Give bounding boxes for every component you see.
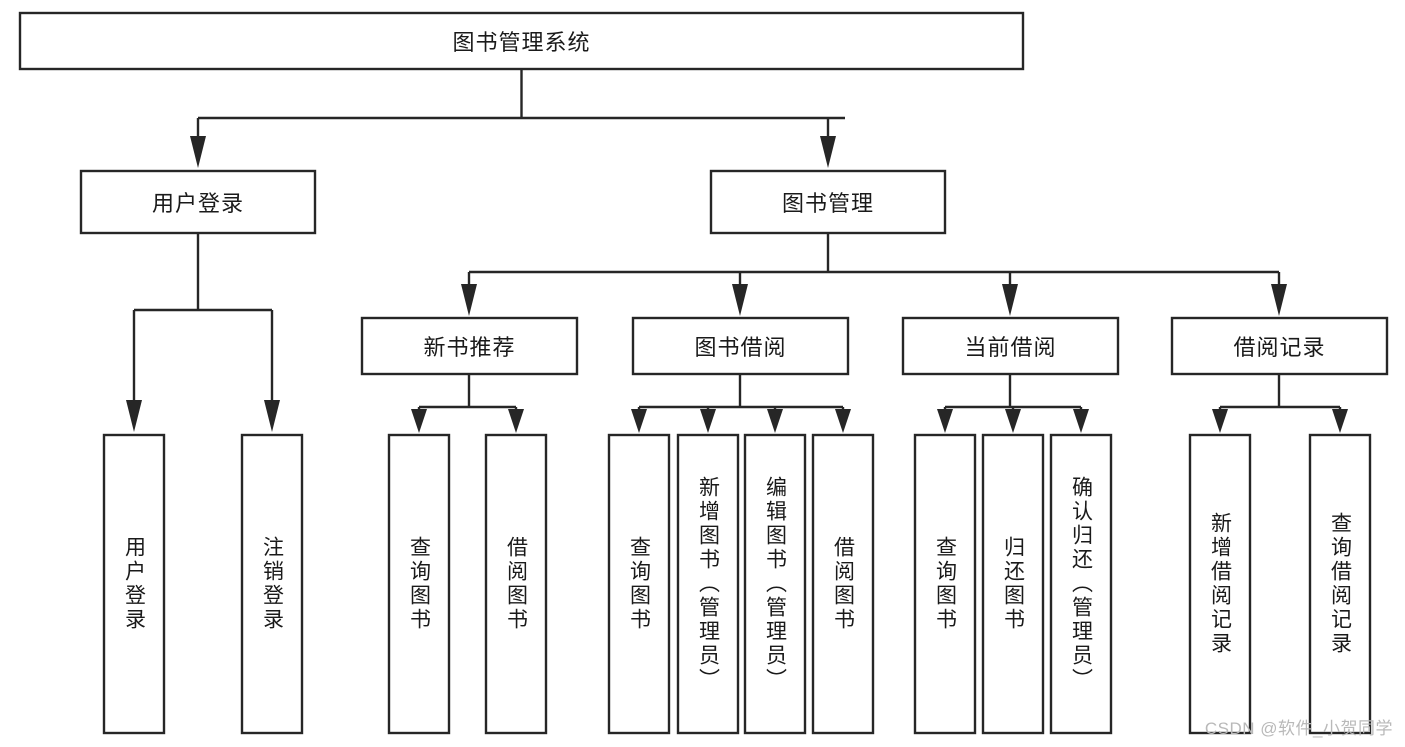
arrow-head-user-login <box>190 136 206 168</box>
connector-group-new-book-recommend <box>411 374 524 433</box>
arrow-head-leaf-confirm-return-admin <box>1073 409 1089 433</box>
node-box-leaf-borrow-book[interactable] <box>811 433 875 735</box>
node-box-leaf-add-book-admin[interactable] <box>676 433 740 735</box>
node-box-leaf-user-logout[interactable] <box>240 433 304 735</box>
node-box-leaf-query-borrow-record[interactable] <box>1308 433 1372 735</box>
node-box-leaf-query-book-current[interactable] <box>913 433 977 735</box>
connector-group-book-borrow <box>631 374 851 433</box>
node-box-leaf-user-login[interactable] <box>102 433 166 735</box>
arrow-head-leaf-add-borrow-record <box>1212 409 1228 433</box>
node-box-leaf-edit-book-admin[interactable] <box>743 433 807 735</box>
arrow-head-leaf-borrow-book <box>835 409 851 433</box>
arrow-head-leaf-user-logout <box>264 400 280 432</box>
connector-group-root <box>190 69 845 168</box>
node-box-leaf-query-book-recommend[interactable] <box>387 433 451 735</box>
node-box-leaf-return-book[interactable] <box>981 433 1045 735</box>
arrow-head-new-book-recommend <box>461 284 477 316</box>
connector-group-current-borrow <box>937 374 1089 433</box>
arrow-head-leaf-user-login <box>126 400 142 432</box>
arrow-head-borrow-record <box>1271 284 1287 316</box>
arrow-head-leaf-query-book-borrow <box>631 409 647 433</box>
node-box-leaf-query-book-borrow[interactable] <box>607 433 671 735</box>
node-box-user-login[interactable] <box>79 169 317 235</box>
node-box-root[interactable] <box>18 11 1025 71</box>
node-box-current-borrow[interactable] <box>901 316 1120 376</box>
node-box-new-book-recommend[interactable] <box>360 316 579 376</box>
connector-group-book-management <box>461 233 1287 316</box>
arrow-head-leaf-edit-book-admin <box>767 409 783 433</box>
node-box-leaf-confirm-return-admin[interactable] <box>1049 433 1113 735</box>
arrow-head-current-borrow <box>1002 284 1018 316</box>
node-box-leaf-add-borrow-record[interactable] <box>1188 433 1252 735</box>
connector-group-user-login <box>126 233 280 432</box>
node-box-book-management[interactable] <box>709 169 947 235</box>
arrow-head-book-management <box>820 136 836 168</box>
connector-group-borrow-record <box>1212 374 1348 433</box>
arrow-head-leaf-query-borrow-record <box>1332 409 1348 433</box>
csdn-watermark: CSDN @软件_小贺同学 <box>1204 719 1393 738</box>
node-box-borrow-record[interactable] <box>1170 316 1389 376</box>
arrow-head-leaf-add-book-admin <box>700 409 716 433</box>
node-box-leaf-borrow-book-recommend[interactable] <box>484 433 548 735</box>
arrow-head-leaf-query-book-recommend <box>411 409 427 433</box>
arrow-head-leaf-query-book-current <box>937 409 953 433</box>
arrow-head-leaf-return-book <box>1005 409 1021 433</box>
arrow-head-book-borrow <box>732 284 748 316</box>
node-box-book-borrow[interactable] <box>631 316 850 376</box>
arrow-head-leaf-borrow-book-recommend <box>508 409 524 433</box>
